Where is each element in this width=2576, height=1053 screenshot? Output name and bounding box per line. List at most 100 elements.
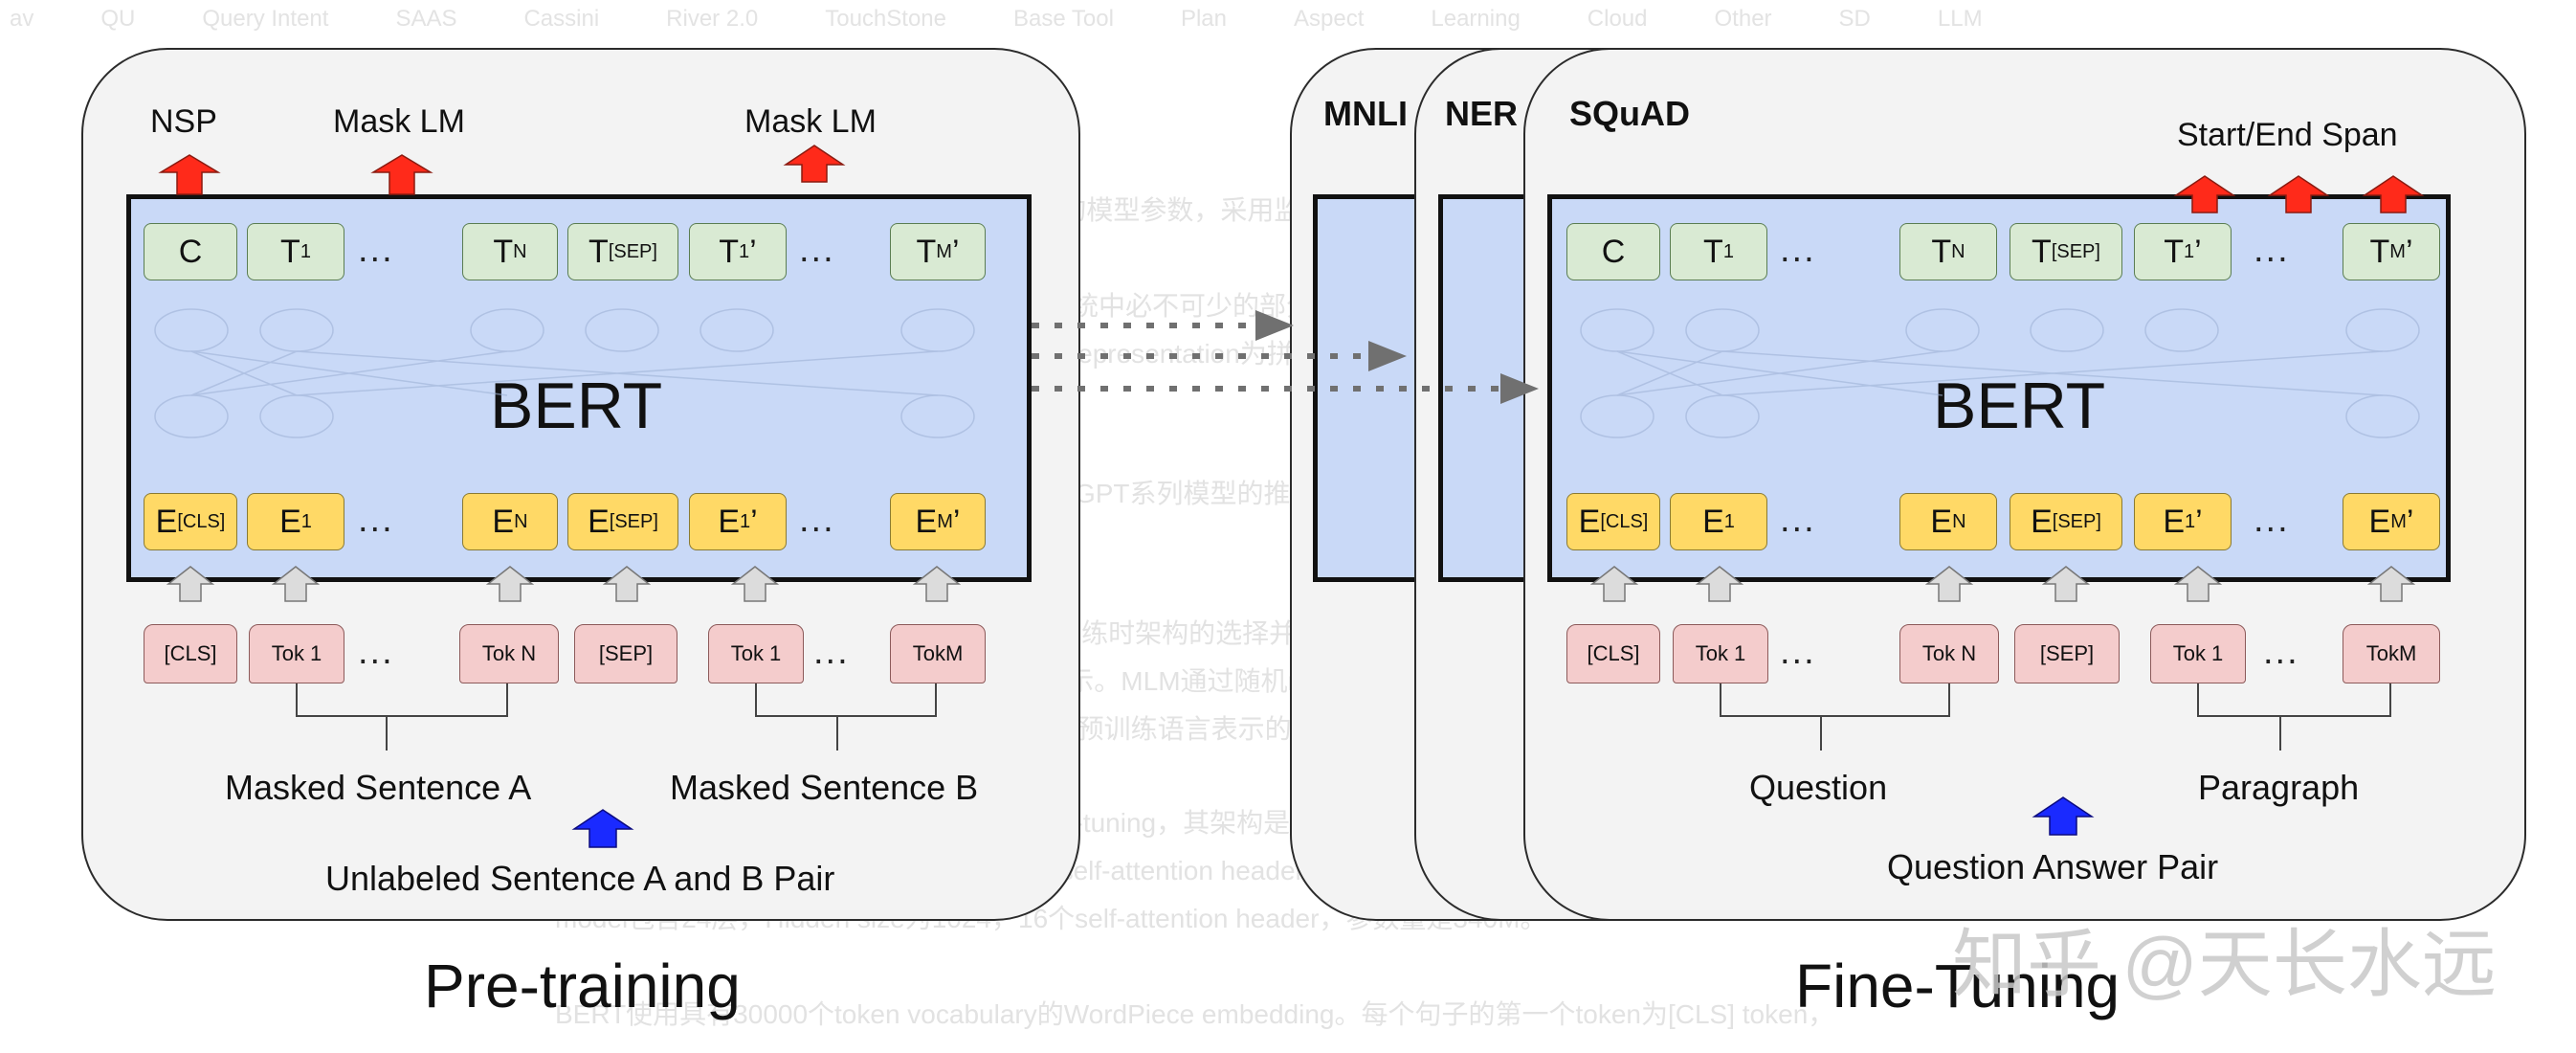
input-token-tok1: Tok 1 <box>249 624 344 683</box>
token-text: T <box>1703 233 1723 270</box>
up-arrow <box>166 566 215 602</box>
token-subscript: [CLS] <box>1600 510 1649 532</box>
token-subscript: 1 <box>1723 510 1735 532</box>
task-label-ner: NER <box>1445 94 1519 133</box>
token-text: T <box>719 233 740 270</box>
attention-network <box>154 308 2420 438</box>
sentence-brackets <box>296 683 2391 751</box>
task-label-mnli: MNLI <box>1323 94 1408 133</box>
input-token-sep: [SEP] <box>2014 624 2120 683</box>
ellipsis: ... <box>799 230 835 270</box>
prime-mark: ’ <box>2405 233 2413 270</box>
up-arrow <box>1695 566 1744 602</box>
prime-mark: ’ <box>2406 503 2414 540</box>
input-arrow <box>2032 796 2095 836</box>
token-subscript: M <box>2390 510 2407 532</box>
token-text: E <box>155 503 178 540</box>
token-subscript: 1 <box>1722 240 1734 262</box>
token-text: E <box>1702 503 1724 540</box>
token-subscript: [SEP] <box>609 510 658 532</box>
ellipsis: ... <box>813 632 850 672</box>
sentence-a-label: Masked Sentence A <box>225 768 532 807</box>
token-subscript: N <box>514 510 528 532</box>
nsp-arrow <box>158 154 221 195</box>
span-arrow <box>2173 175 2236 213</box>
token-subscript: 1 <box>739 240 750 262</box>
token-text: T <box>280 233 300 270</box>
input-token-tokn: Tok N <box>1899 624 1999 683</box>
bert-label: BERT <box>490 370 663 442</box>
input-arrow <box>571 809 634 848</box>
ellipsis: ... <box>1780 632 1816 672</box>
transfer-lines <box>1032 323 1500 392</box>
ellipsis: ... <box>2254 230 2290 270</box>
token-text: C <box>1601 233 1626 270</box>
token-subscript: [SEP] <box>2051 240 2100 262</box>
embedding-token-sep: E[SEP] <box>567 493 678 550</box>
embedding-token-cls: E[CLS] <box>144 493 237 550</box>
token-subscript: [CLS] <box>177 510 226 532</box>
prime-mark: ’ <box>952 503 961 540</box>
span-arrow <box>2362 175 2425 213</box>
token-text: E <box>2368 503 2391 540</box>
embedding-token-cls: E[CLS] <box>1566 493 1660 550</box>
token-text: E <box>492 503 515 540</box>
mask-lm-label: Mask LM <box>333 103 465 140</box>
up-arrow <box>602 566 652 602</box>
output-token-c: C <box>1566 223 1660 280</box>
input-token-cls: [CLS] <box>1566 624 1660 683</box>
token-text: E <box>279 503 301 540</box>
token-subscript: 1 <box>300 240 311 262</box>
token-text: E <box>915 503 938 540</box>
prime-mark: ’ <box>750 503 758 540</box>
transfer-arrowhead <box>1368 341 1407 371</box>
embedding-arrows <box>166 566 2416 602</box>
token-subscript: M <box>2389 240 2406 262</box>
up-arrow <box>271 566 321 602</box>
up-arrow <box>912 566 962 602</box>
embedding-token-sep: E[SEP] <box>2010 493 2122 550</box>
start-end-span-label: Start/End Span <box>2177 117 2398 153</box>
token-text: T <box>2164 233 2185 270</box>
nsp-label: NSP <box>150 103 217 140</box>
token-subscript: 1 <box>740 510 751 532</box>
output-token-tsep: T[SEP] <box>567 223 678 280</box>
input-token-tokm: TokM <box>890 624 986 683</box>
input-token-tok1: Tok 1 <box>1673 624 1768 683</box>
ellipsis: ... <box>1780 230 1816 270</box>
token-subscript: 1 <box>2185 510 2196 532</box>
up-arrow <box>730 566 780 602</box>
mask-lm-arrow <box>370 154 433 195</box>
task-label-squad: SQuAD <box>1569 94 1690 133</box>
prime-mark: ’ <box>951 233 960 270</box>
token-subscript: [SEP] <box>2052 510 2101 532</box>
token-subscript: N <box>1952 510 1966 532</box>
ellipsis: ... <box>799 500 835 540</box>
token-text: C <box>178 233 203 270</box>
mask-lm-arrow <box>783 145 846 183</box>
up-arrow <box>1924 566 1974 602</box>
finetuning-title: Fine-Tuning <box>1795 952 2121 1020</box>
token-text: E <box>2163 503 2185 540</box>
token-subscript: 1 <box>300 510 312 532</box>
token-text: E <box>1578 503 1601 540</box>
ellipsis: ... <box>2263 632 2299 672</box>
ellipsis: ... <box>358 632 394 672</box>
input-token-tok1b: Tok 1 <box>2150 624 2246 683</box>
token-text: E <box>2031 503 2053 540</box>
ellipsis: ... <box>2254 500 2290 540</box>
prime-mark: ’ <box>2194 233 2202 270</box>
ellipsis: ... <box>358 500 394 540</box>
token-text: T <box>588 233 609 270</box>
